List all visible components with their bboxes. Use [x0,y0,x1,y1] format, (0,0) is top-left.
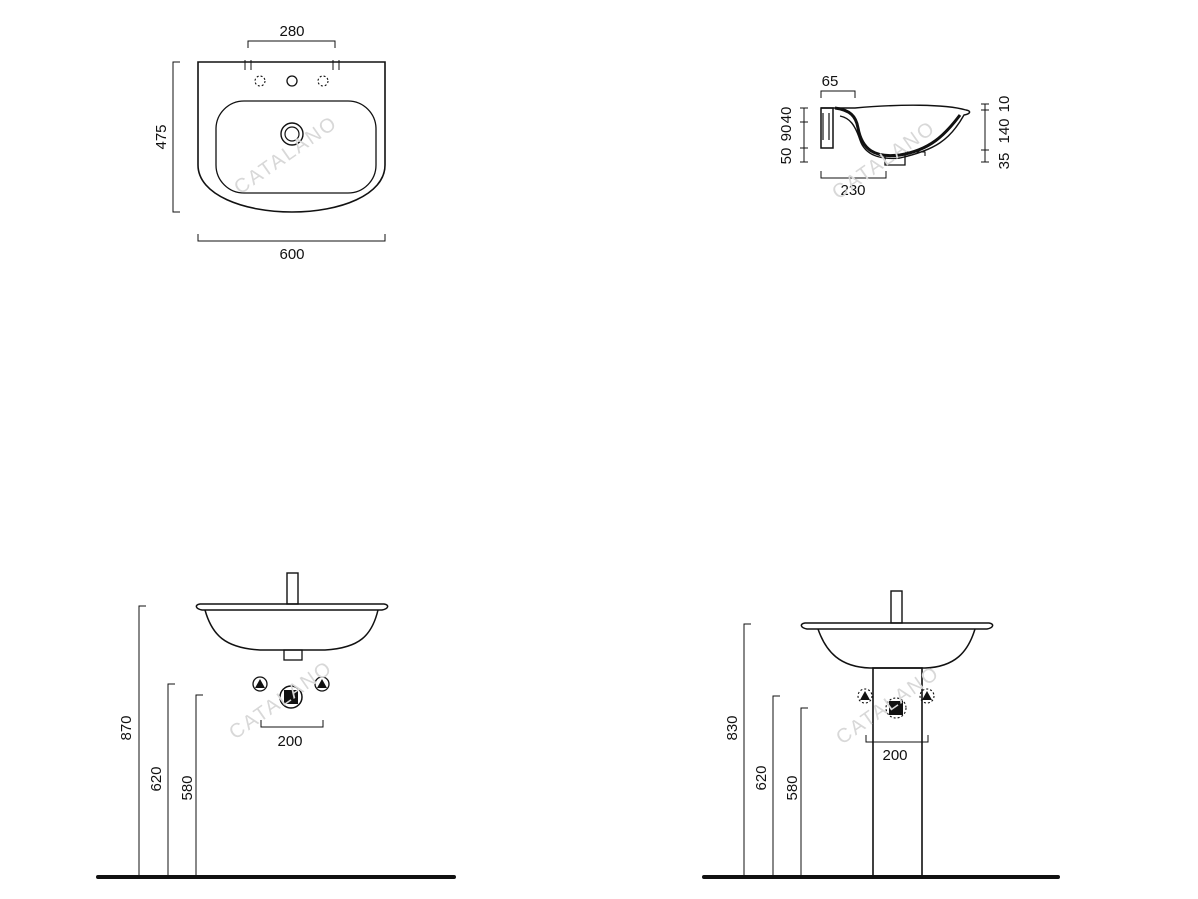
faucet [286,572,299,605]
waste-outlet-icon [279,685,303,709]
dim-height-trap-top: 620 [753,765,770,790]
supply-valve-right-icon [314,676,330,692]
dim-height-rim: 830 [724,715,741,740]
dim-line-width [197,234,386,242]
basin-bowl-front [817,628,976,669]
watermark: CATALANO [225,657,337,744]
basin-outline-top [197,61,386,213]
dim-right-top: 10 [996,96,1013,113]
dim-hole-spacing: 280 [279,23,304,40]
watermark: CATALANO [832,662,944,749]
dim-line-supply-spacing [260,720,324,728]
basin-rim-front [800,622,994,630]
dim-left-bottom: 50 [778,148,795,165]
dim-left-top: 40 [778,107,795,124]
dim-right-mid: 140 [996,118,1013,143]
drain-inner-icon [284,126,300,142]
supply-valve-left-icon [857,688,873,704]
basin-section-outer [821,104,971,160]
watermark: CATALANO [828,117,940,204]
side-section: 65 40 90 50 10 140 35 230 CATALANO [778,73,1013,204]
dim-depth: 475 [153,124,170,149]
bowl-inner-top [215,100,377,194]
waste-outlet-icon [885,697,907,719]
dim-height-rim: 870 [118,715,135,740]
front-view-pedestal: 200 830 620 580 CATALANO [702,590,1060,879]
tap-hole-center-icon [286,75,298,87]
tap-hole-left-icon [254,75,266,87]
dim-line-supply-spacing [865,735,929,743]
dim-width: 600 [279,246,304,263]
dim-line-bowl-depth [820,171,887,179]
top-view: 280 475 600 CATALANO [153,23,386,263]
basin-bowl-front [204,609,379,651]
dim-height-trap-bottom: 580 [784,775,801,800]
dim-supply-spacing: 200 [882,747,907,764]
dim-line-hole-spacing [247,40,336,48]
dim-bowl-depth: 230 [840,182,865,199]
dim-line-depth [172,61,180,213]
supply-valve-right-icon [919,688,935,704]
dim-left-mid: 90 [778,125,795,142]
trap-stub [884,155,906,166]
pedestal-column [872,667,923,878]
dim-supply-spacing: 200 [277,733,302,750]
faucet [890,590,903,624]
dim-height-trap-top: 620 [148,766,165,791]
supply-valve-left-icon [252,676,268,692]
dim-height-trap-bottom: 580 [179,775,196,800]
basin-section-inner [834,106,962,158]
dim-line-overflow [820,90,856,98]
drain-icon [280,122,304,146]
dim-right-bottom: 35 [996,153,1013,170]
dim-overflow: 65 [822,73,839,90]
tap-hole-right-icon [317,75,329,87]
basin-rim-front [195,603,389,611]
front-view-wall-hung: 200 870 620 580 CATALANO [96,572,456,879]
